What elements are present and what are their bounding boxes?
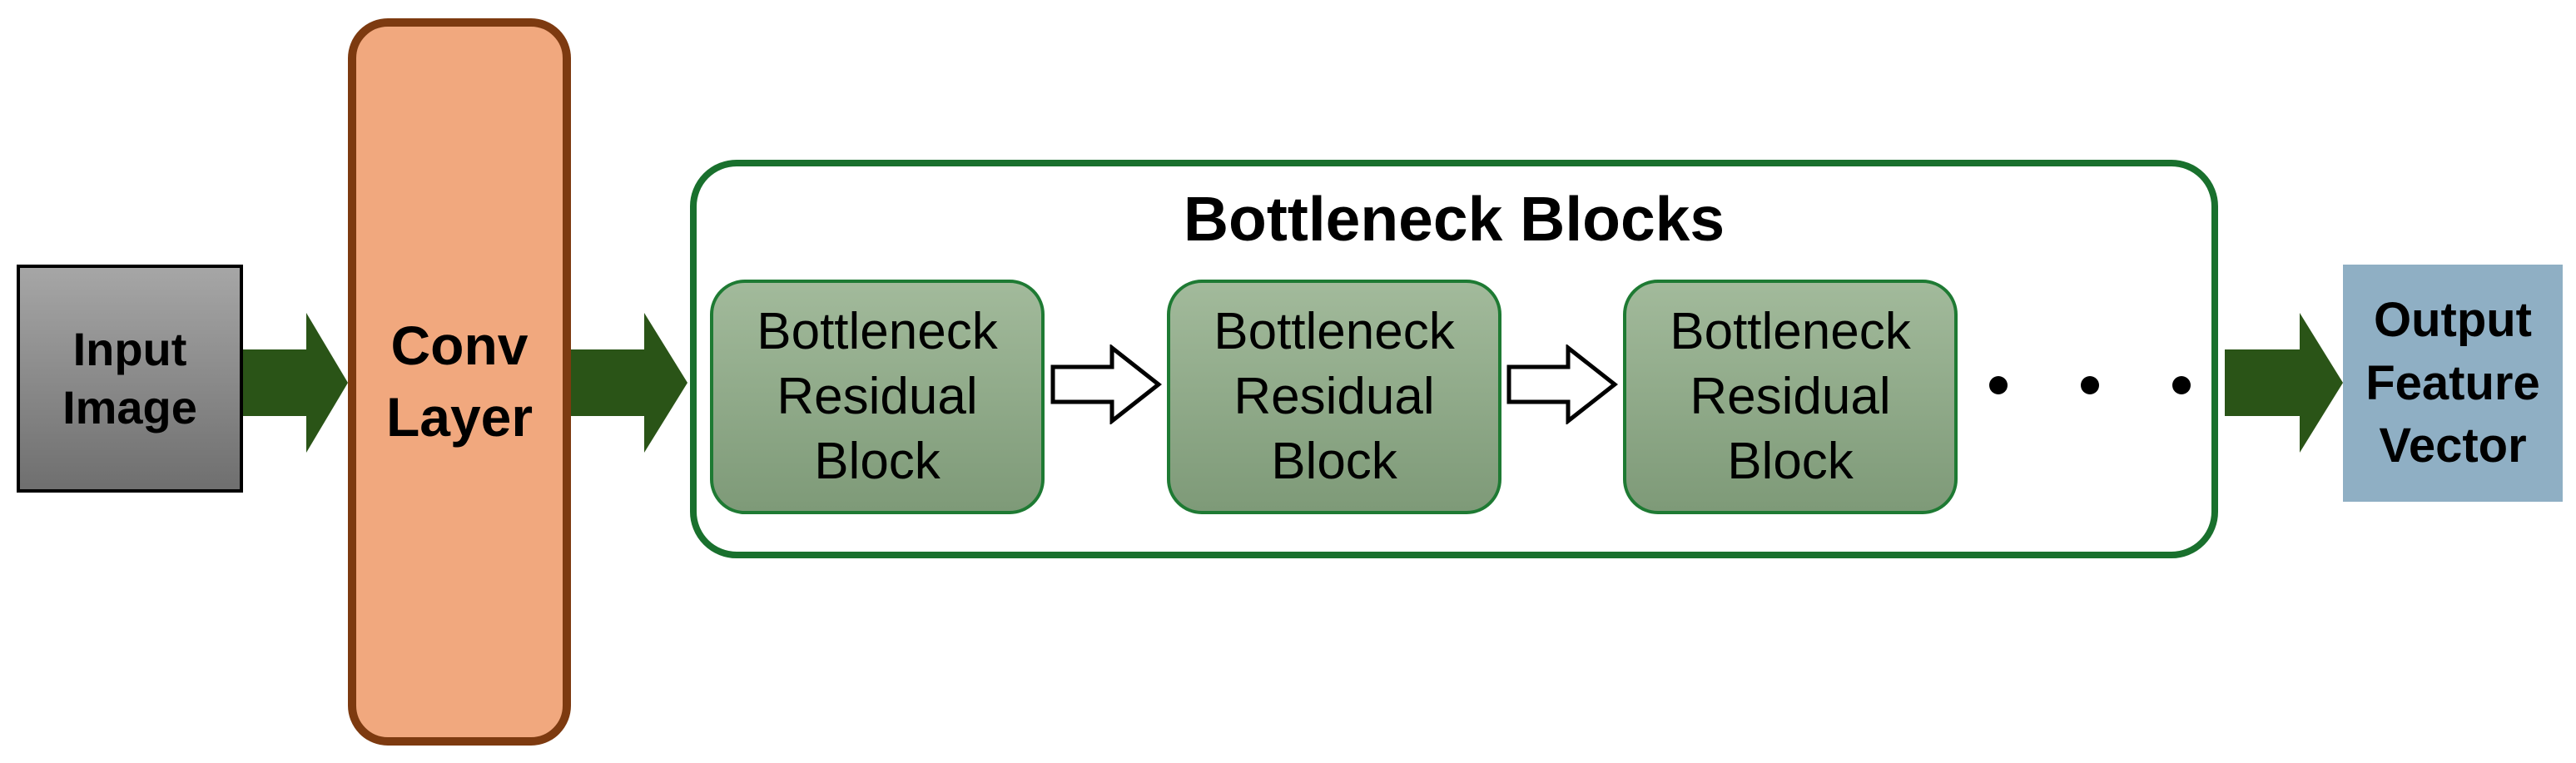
green-arrow-icon-input-to-conv xyxy=(243,313,348,453)
green-arrow-icon-conv-to-blocks xyxy=(571,313,687,453)
bottleneck-residual-block-2: Bottleneck Residual Block xyxy=(1167,280,1501,514)
conv-layer-box: Conv Layer xyxy=(348,18,571,746)
input-image-label: Input Image xyxy=(62,323,197,434)
conv-layer-label: Conv Layer xyxy=(385,315,534,448)
bottleneck-residual-block-1: Bottleneck Residual Block xyxy=(710,280,1045,514)
bottleneck-blocks-title: Bottleneck Blocks xyxy=(1183,184,1725,254)
white-arrow-icon-block2-to-block3 xyxy=(1506,344,1618,424)
output-feature-vector-box: Output Feature Vector xyxy=(2343,265,2563,502)
ellipsis-dots xyxy=(1989,376,2191,394)
green-arrow-icon-blocks-to-output xyxy=(2225,313,2343,453)
bottleneck-residual-block-1-label: Bottleneck Residual Block xyxy=(757,302,998,491)
input-image-box: Input Image xyxy=(17,265,243,493)
output-feature-vector-label: Output Feature Vector xyxy=(2365,293,2540,473)
white-arrow-icon-block1-to-block2 xyxy=(1050,344,1162,424)
ellipsis-dot xyxy=(1989,376,2008,394)
bottleneck-residual-block-2-label: Bottleneck Residual Block xyxy=(1214,302,1455,491)
bottleneck-residual-block-3: Bottleneck Residual Block xyxy=(1623,280,1958,514)
ellipsis-dot xyxy=(2081,376,2099,394)
ellipsis-dot xyxy=(2172,376,2191,394)
bottleneck-residual-block-3-label: Bottleneck Residual Block xyxy=(1670,302,1911,491)
